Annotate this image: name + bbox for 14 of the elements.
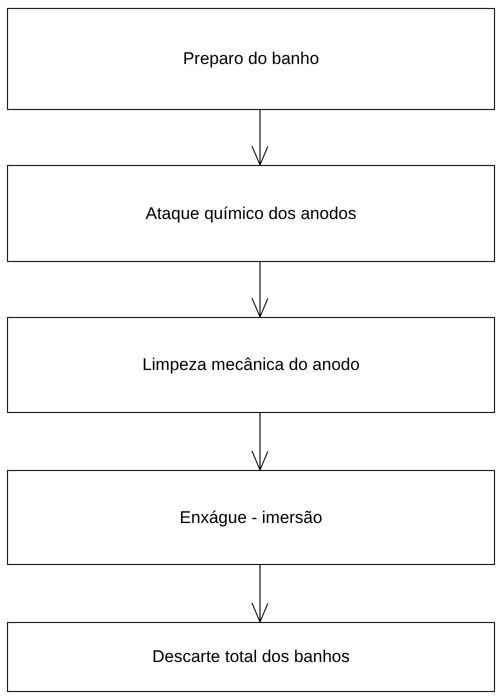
step-label: Preparo do banho	[182, 48, 320, 70]
step-label: Descarte total dos banhos	[152, 646, 350, 668]
arrow	[252, 262, 268, 318]
step-label: Ataque químico dos anodos	[146, 202, 356, 225]
process-box	[7, 165, 495, 262]
process-box	[7, 317, 495, 413]
process-box	[7, 622, 495, 692]
arrow	[252, 412, 268, 470]
arrow	[252, 110, 268, 166]
arrow	[252, 564, 268, 622]
step-label: Enxágue - imersão	[180, 506, 322, 529]
process-box	[7, 8, 495, 110]
process-box	[7, 470, 495, 565]
step-label: Limpeza mecânica do anodo	[142, 354, 360, 376]
